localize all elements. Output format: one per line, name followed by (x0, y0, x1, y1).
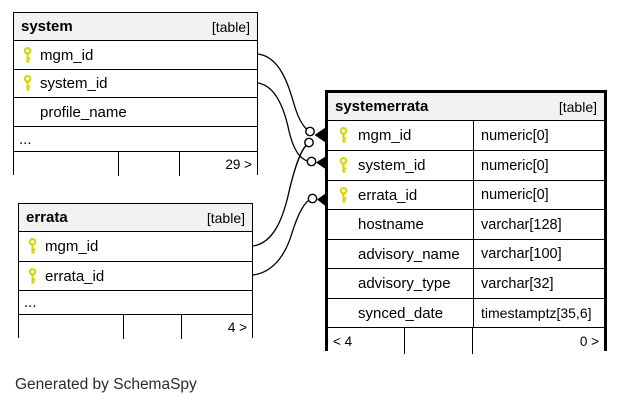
row-hostname: hostname varchar[128] (328, 210, 604, 240)
row-mgm-id: mgm_id (19, 232, 252, 262)
row-mgm-id: mgm_id numeric[0] (328, 121, 604, 151)
column-name: mgm_id (40, 46, 94, 64)
primary-key-icon (14, 75, 40, 92)
column-name: profile_name (40, 103, 127, 121)
row-system-id: system_id (14, 70, 257, 98)
column-name: errata_id (45, 267, 105, 285)
table-badge: [table] (211, 18, 250, 35)
edge-errata-mgm-id (252, 142, 310, 247)
cardinality-circle (305, 126, 315, 137)
table-badge: [table] (206, 209, 245, 226)
table-footer: 29 > (14, 152, 257, 176)
table-footer: < 4 0 > (328, 328, 604, 354)
row-mgm-id: mgm_id (14, 41, 257, 70)
more-columns-ellipsis: ... (19, 291, 252, 315)
table-name: system (21, 18, 73, 35)
primary-key-icon (19, 238, 45, 255)
edge-system-system-id (257, 82, 312, 163)
table-system: system [table] mgm_id system_id (13, 12, 258, 176)
primary-key-icon (328, 186, 358, 204)
primary-key-icon (19, 267, 45, 285)
column-name: mgm_id (358, 127, 412, 144)
more-columns-ellipsis: ... (14, 127, 257, 152)
column-type: varchar[100] (473, 240, 604, 268)
row-advisory-type: advisory_type varchar[32] (328, 269, 604, 299)
column-name: mgm_id (45, 238, 99, 255)
edge-system-mgm-id (257, 53, 311, 133)
table-system-header[interactable]: system [table] (14, 13, 257, 41)
table-name: systemerrata (335, 98, 429, 115)
footer-cell (404, 328, 472, 354)
column-type: numeric[0] (473, 181, 604, 209)
row-advisory-name: advisory_name varchar[100] (328, 240, 604, 269)
footer-children-count: 0 > (472, 328, 604, 354)
crow-foot-arrow (314, 127, 326, 143)
row-errata-id: errata_id (19, 262, 252, 291)
column-type: numeric[0] (473, 151, 604, 180)
row-synced-date: synced_date timestamptz[35,6] (328, 299, 604, 328)
primary-key-icon (328, 157, 358, 174)
column-name: errata_id (358, 186, 418, 204)
ellipsis-text: ... (24, 294, 37, 311)
column-name: advisory_type (358, 275, 451, 292)
column-type: timestamptz[35,6] (473, 299, 604, 327)
table-errata-header[interactable]: errata [table] (19, 204, 252, 232)
column-name: system_id (358, 157, 426, 174)
table-errata: errata [table] mgm_id errata_id ... (18, 203, 253, 339)
footer-cell (123, 315, 181, 339)
footer-cell (19, 315, 123, 339)
cardinality-circle (304, 137, 314, 148)
table-footer: 4 > (19, 315, 252, 339)
footer-cell (14, 152, 118, 176)
table-badge: [table] (558, 98, 597, 115)
column-name: hostname (358, 216, 424, 233)
column-name: synced_date (358, 304, 444, 322)
table-name: errata (26, 209, 68, 226)
footer-cell (118, 152, 179, 176)
column-type: numeric[0] (473, 121, 604, 150)
edge-errata-errata-id (252, 197, 313, 276)
column-name: system_id (40, 75, 108, 92)
row-errata-id: errata_id numeric[0] (328, 181, 604, 210)
generator-caption: Generated by SchemaSpy (15, 376, 197, 393)
primary-key-icon (328, 127, 358, 144)
row-profile-name: profile_name (14, 98, 257, 127)
footer-parents-count: < 4 (333, 333, 353, 349)
column-type: varchar[128] (473, 210, 604, 239)
ellipsis-text: ... (19, 130, 32, 148)
footer-children-count: 4 > (181, 315, 252, 339)
table-systemerrata: systemerrata [table] mgm_id numeric[0] (325, 90, 607, 354)
column-type: varchar[32] (473, 269, 604, 298)
row-system-id: system_id numeric[0] (328, 151, 604, 181)
cardinality-circle (306, 156, 317, 167)
column-name: advisory_name (358, 245, 460, 263)
footer-children-count: 29 > (179, 152, 257, 176)
primary-key-icon (14, 46, 40, 64)
cardinality-circle (307, 193, 318, 204)
table-systemerrata-header[interactable]: systemerrata [table] (328, 93, 604, 121)
